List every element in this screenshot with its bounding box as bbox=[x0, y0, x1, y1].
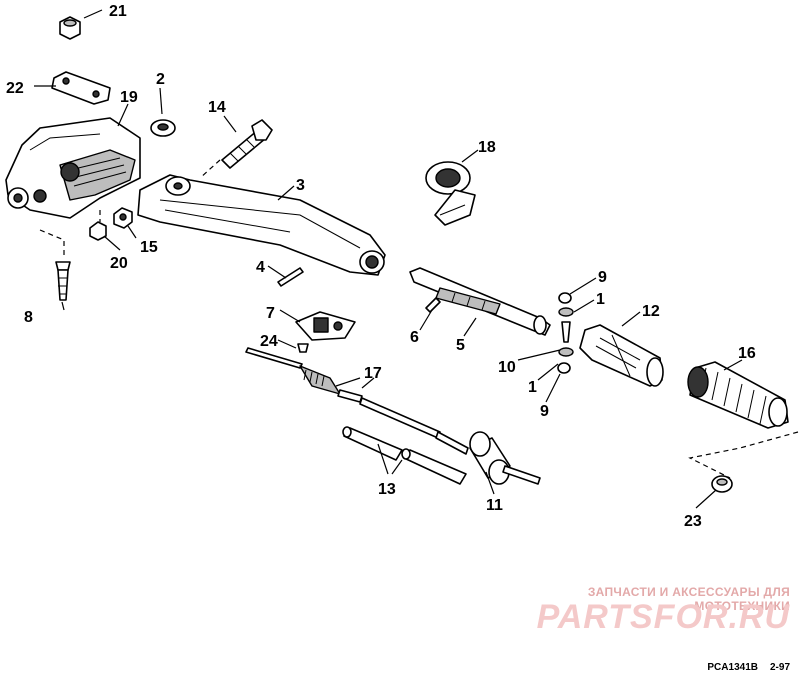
callout-21: 21 bbox=[109, 3, 127, 20]
part-19-bracket bbox=[5, 117, 141, 219]
leader-lines bbox=[34, 9, 743, 509]
part-9-bottom-washer bbox=[557, 362, 571, 374]
callout-17: 17 bbox=[364, 365, 382, 382]
part-18-clamp bbox=[425, 161, 476, 226]
part-10-stud bbox=[561, 321, 571, 343]
callout-9-bottom: 9 bbox=[540, 403, 549, 420]
callout-14: 14 bbox=[208, 99, 226, 116]
part-8-screw bbox=[55, 261, 71, 301]
part-4-pin bbox=[277, 267, 304, 287]
watermark-subtitle: ЗАПЧАСТИ И АКСЕССУАРЫ ДЛЯ МОТОТЕХНИКИ bbox=[587, 585, 790, 613]
callout-6: 6 bbox=[410, 329, 419, 346]
callout-11: 11 bbox=[486, 497, 503, 514]
callout-9-top: 9 bbox=[598, 269, 607, 286]
part-11-barrel bbox=[469, 431, 541, 485]
callout-8: 8 bbox=[24, 309, 33, 326]
part-14-bolt bbox=[221, 119, 273, 169]
part-9-top-washer bbox=[558, 292, 572, 304]
part-1-bottom-washer bbox=[558, 347, 574, 357]
part-22-plate bbox=[51, 71, 111, 105]
watermark-brand: PARTSFOR.RU bbox=[536, 598, 790, 636]
callout-7: 7 bbox=[266, 305, 275, 322]
callout-18: 18 bbox=[478, 139, 496, 156]
callout-5: 5 bbox=[456, 337, 465, 354]
callout-16: 16 bbox=[738, 345, 756, 362]
part-16-grip bbox=[687, 361, 789, 429]
callout-23: 23 bbox=[684, 513, 702, 530]
callout-22: 22 bbox=[6, 80, 24, 97]
drawing-code: PCA1341B bbox=[707, 662, 758, 673]
part-2-washer bbox=[150, 119, 176, 137]
part-20-nut bbox=[89, 221, 107, 241]
part-17-cable bbox=[245, 347, 469, 455]
callout-1-top: 1 bbox=[596, 291, 605, 308]
part-23-cap bbox=[711, 475, 733, 493]
part-5-shaft bbox=[409, 267, 551, 336]
part-21-nut bbox=[59, 16, 81, 40]
callout-13: 13 bbox=[378, 481, 396, 498]
callout-19: 19 bbox=[120, 89, 138, 106]
callout-20: 20 bbox=[110, 255, 128, 272]
callout-2: 2 bbox=[156, 71, 165, 88]
callout-10: 10 bbox=[498, 359, 516, 376]
part-3-tiller-arm bbox=[137, 174, 386, 276]
part-1-top-washer bbox=[558, 307, 574, 317]
callout-1-bottom: 1 bbox=[528, 379, 537, 396]
part-24-screw bbox=[297, 343, 309, 353]
drawing-code-footer: PCA1341B 2-97 bbox=[640, 662, 790, 673]
part-12-grip-shell bbox=[579, 324, 664, 387]
callout-4: 4 bbox=[256, 259, 265, 276]
callout-15: 15 bbox=[140, 239, 158, 256]
part-6-pin bbox=[425, 297, 441, 313]
part-7-bracket bbox=[295, 311, 356, 341]
date-code: 2-97 bbox=[769, 662, 790, 673]
callout-labels: 21 22 2 19 14 3 18 4 8 20 15 7 24 6 5 9 … bbox=[6, 3, 756, 530]
callout-24: 24 bbox=[260, 333, 278, 350]
part-13-tubes bbox=[342, 426, 467, 485]
callout-12: 12 bbox=[642, 303, 660, 320]
callout-3: 3 bbox=[296, 177, 305, 194]
part-15-nut bbox=[113, 207, 133, 229]
